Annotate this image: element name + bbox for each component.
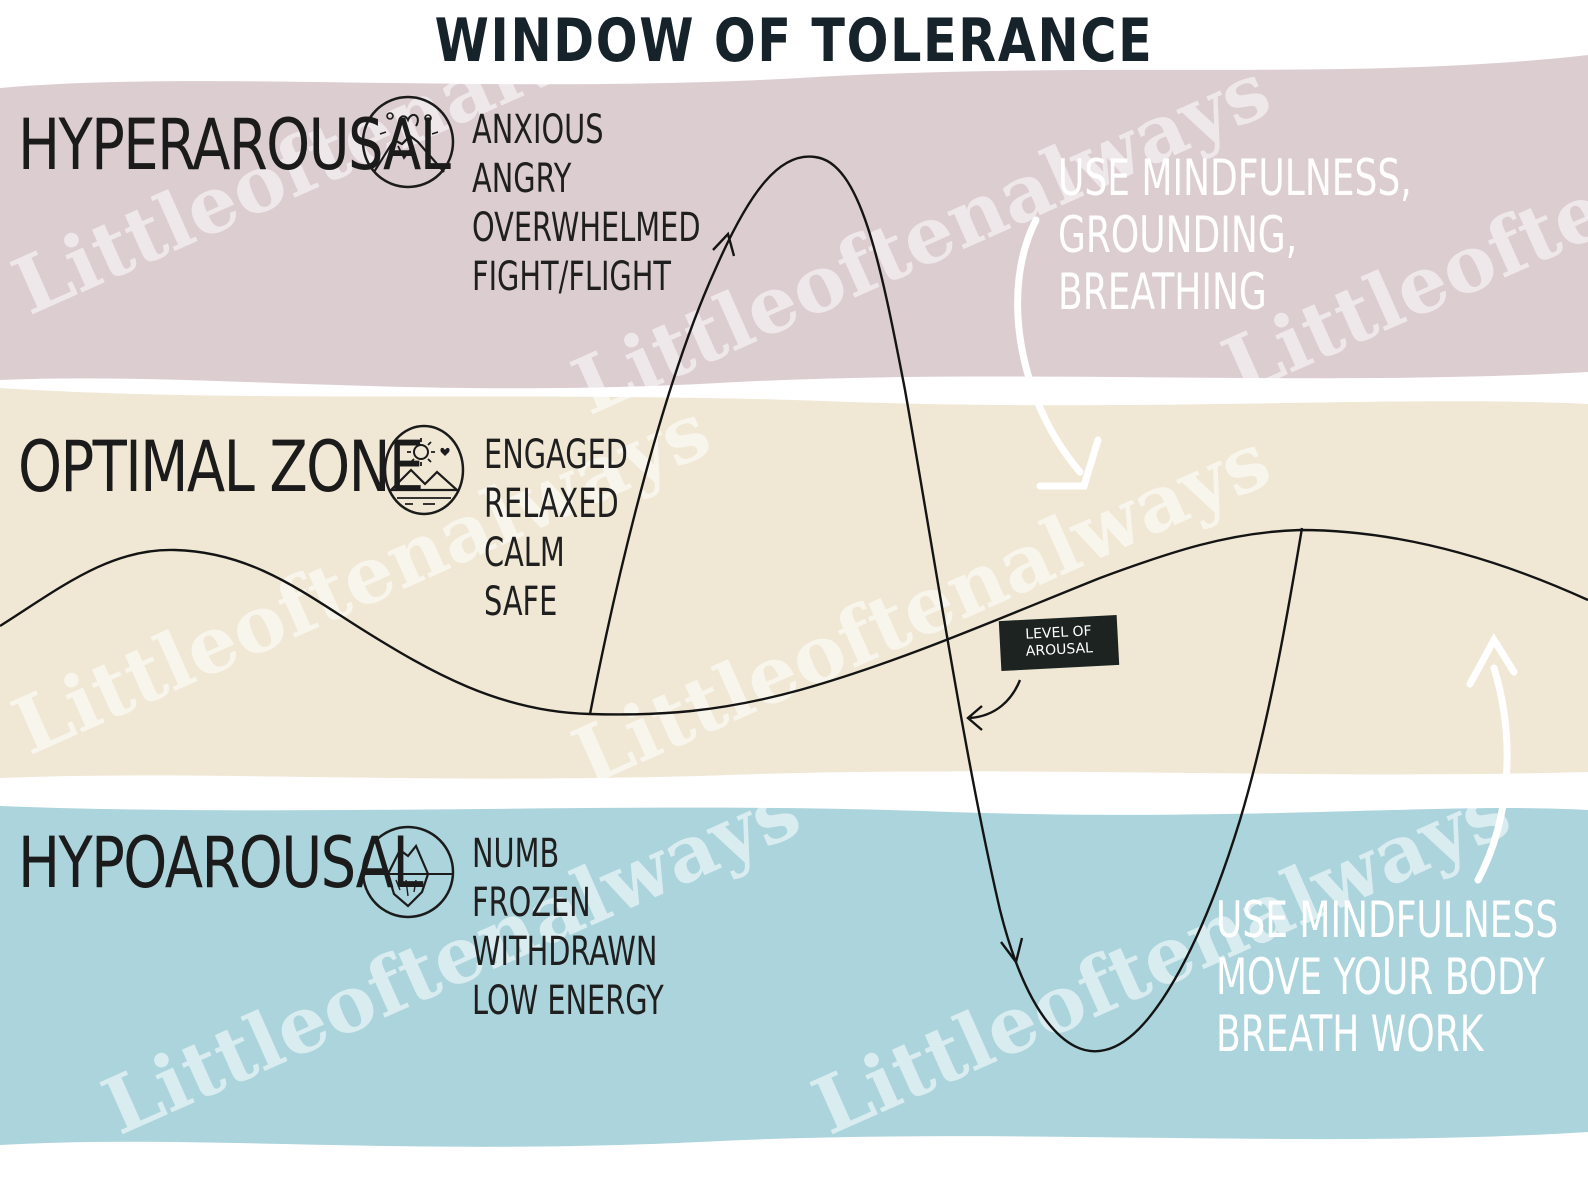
hypoarousal-states: NUMB FROZEN WITHDRAWN LOW ENERGY	[472, 830, 664, 1026]
advice-mindfulness: USE MINDFULNESS	[1216, 891, 1559, 949]
volcano-icon	[361, 95, 455, 189]
optimal-states: ENGAGED RELAXED CALM SAFE	[484, 431, 628, 627]
state-low-energy: LOW ENERGY	[472, 978, 664, 1024]
up-arrow-icon	[712, 231, 736, 257]
white-up-arrow-icon	[1466, 633, 1518, 884]
state-anxious: ANXIOUS	[472, 107, 604, 153]
advice-grounding: GROUNDING,	[1058, 206, 1298, 264]
hyperarousal-advice: USE MINDFULNESS, GROUNDING, BREATHING	[1058, 150, 1412, 321]
state-overwhelmed: OVERWHELMED	[472, 205, 701, 251]
hypoarousal-band	[0, 806, 1588, 1147]
advice-move-body: MOVE YOUR BODY	[1216, 948, 1545, 1006]
hypoarousal-advice: USE MINDFULNESS MOVE YOUR BODY BREATH WO…	[1216, 892, 1558, 1063]
advice-breath-work: BREATH WORK	[1216, 1005, 1484, 1063]
page-title: WINDOW OF TOLERANCE	[434, 6, 1154, 76]
state-withdrawn: WITHDRAWN	[472, 929, 658, 975]
state-calm: CALM	[484, 530, 565, 576]
tag-pointer-arrow-icon	[966, 679, 1022, 731]
baseline-arousal-curve	[0, 528, 1588, 716]
optimal-band	[0, 388, 1588, 779]
state-safe: SAFE	[484, 579, 558, 625]
state-numb: NUMB	[472, 831, 560, 877]
state-frozen: FROZEN	[472, 880, 591, 926]
advice-breathing: BREATHING	[1058, 263, 1267, 321]
state-engaged: ENGAGED	[484, 432, 628, 478]
zone-label-optimal: OPTIMAL ZONE	[18, 426, 424, 508]
state-fight-flight: FIGHT/FLIGHT	[472, 254, 672, 300]
advice-mindfulness: USE MINDFULNESS,	[1058, 149, 1412, 207]
down-arrow-icon	[1000, 937, 1024, 965]
spike-arousal-curve	[588, 155, 1304, 1053]
state-angry: ANGRY	[472, 156, 572, 202]
sun-mountains-icon	[383, 424, 465, 516]
state-relaxed: RELAXED	[484, 481, 619, 527]
zone-label-hypoarousal: HYPOAROUSAL	[18, 822, 424, 904]
hyperarousal-states: ANXIOUS ANGRY OVERWHELMED FIGHT/FLIGHT	[472, 106, 701, 302]
white-down-arrow-icon	[1014, 216, 1102, 490]
iceberg-icon	[361, 825, 455, 919]
zone-label-hyperarousal: HYPERAROUSAL	[18, 104, 451, 186]
hyperarousal-band	[0, 55, 1588, 389]
level-of-arousal-tag: LEVEL OF AROUSAL	[998, 614, 1120, 672]
